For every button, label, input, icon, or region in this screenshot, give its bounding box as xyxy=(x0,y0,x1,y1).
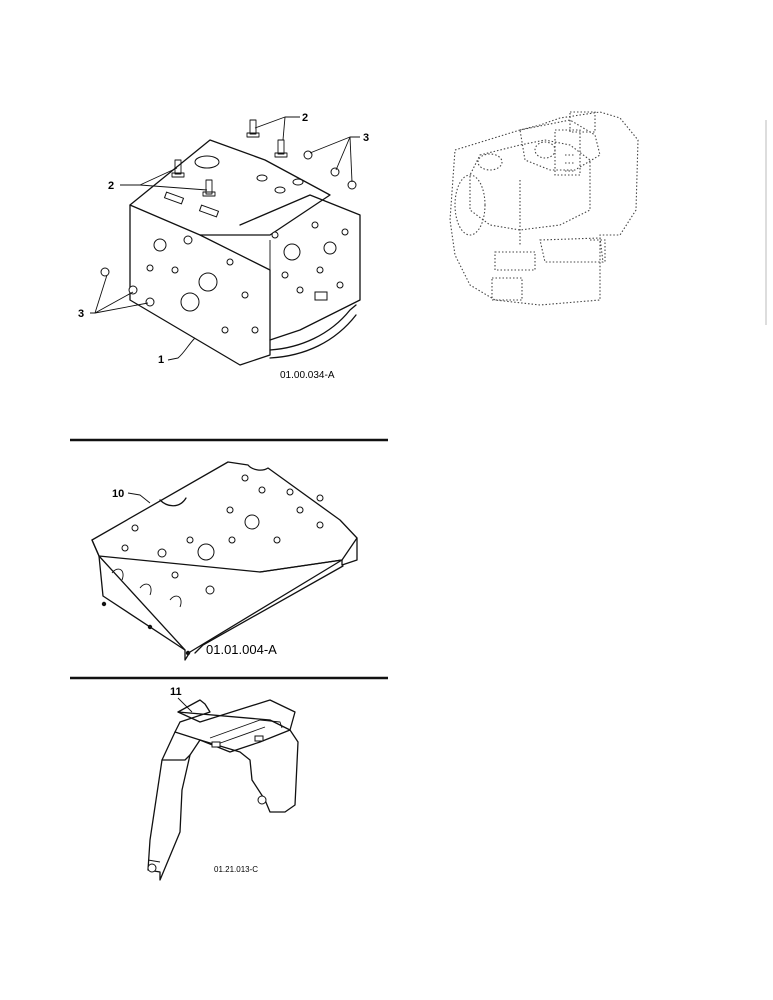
frame-assembly-drawing: 2 3 2 3 1 01.00.034-A xyxy=(78,112,369,381)
callout-3-left: 3 xyxy=(78,308,84,320)
engine-phantom-drawing xyxy=(449,111,639,306)
figure-code-frame: 01.00.034-A xyxy=(280,370,335,381)
callout-11: 11 xyxy=(170,686,182,698)
callout-2-left: 2 xyxy=(108,180,114,192)
callout-2-upper: 2 xyxy=(302,112,308,124)
callout-1: 1 xyxy=(158,354,164,366)
figure-code-bracket: 01.21.013-C xyxy=(214,865,258,874)
plate-drawing: 10 01.01.004-A xyxy=(91,461,358,661)
callout-10: 10 xyxy=(112,488,124,500)
bracket-drawing: 11 01.21.013-C xyxy=(147,686,299,881)
figure-code-plate: 01.01.004-A xyxy=(206,642,277,657)
callout-3-upper: 3 xyxy=(363,132,369,144)
